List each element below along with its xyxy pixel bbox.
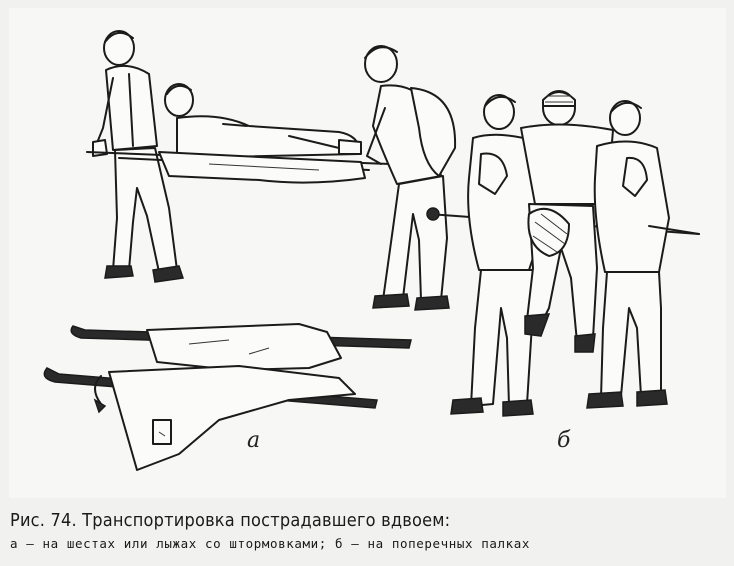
right-carrier-figure	[586, 100, 670, 409]
caption-title: Рис. 74. Транспортировка пострадавшего в…	[10, 510, 451, 531]
figure-label-b: б	[557, 428, 571, 453]
figure-label-a: а	[247, 428, 261, 453]
figure-plate: а б	[9, 8, 726, 498]
rear-carrier-figure	[364, 45, 457, 311]
front-carrier-figure	[92, 30, 184, 283]
caption-subtitle: а — на шестах или лыжах со штормовками; …	[10, 536, 531, 551]
casualty-lying-figure	[164, 83, 362, 159]
stretcher-scene-a	[86, 30, 457, 311]
figure-caption: Рис. 74. Транспортировка пострадавшего в…	[10, 510, 726, 552]
illustration	[43, 30, 700, 471]
transverse-sticks-scene-b	[426, 90, 700, 417]
casualty-seated-figure	[520, 90, 614, 353]
skis-jackets-scene-a	[43, 323, 412, 471]
